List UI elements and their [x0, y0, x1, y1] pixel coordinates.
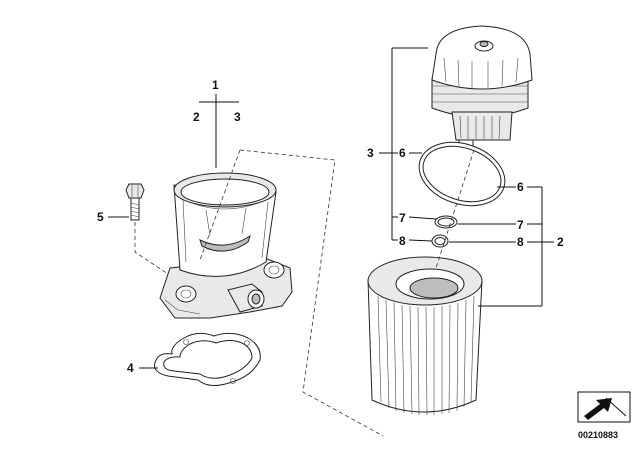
callout-7-right: 7 [517, 218, 524, 232]
callout-3-right: 3 [367, 146, 374, 160]
housing-axis-dash [199, 149, 241, 261]
gasket-part [154, 332, 261, 386]
callout-7-left: 7 [399, 211, 406, 225]
o-ring-8-part [431, 234, 449, 248]
callout-2-right: 2 [557, 235, 564, 249]
callout-2-left: 2 [193, 110, 200, 124]
housing-to-filter-dash [239, 149, 384, 437]
callout-bracket-2 [449, 186, 554, 307]
bolt-part [125, 183, 145, 221]
bolt-axis-line [134, 222, 181, 283]
filter-element-part [367, 256, 483, 416]
callout-tree-1 [199, 94, 239, 168]
callout-8-right: 8 [517, 235, 524, 249]
diagram-number: 00210883 [578, 430, 618, 440]
callout-bracket-3 [379, 47, 437, 242]
diagram-symbol-icon [577, 391, 631, 423]
callout-1: 1 [212, 78, 219, 92]
oil-filter-cap-part [431, 25, 533, 162]
callout-6-right: 6 [517, 180, 524, 194]
callout-8-left: 8 [399, 234, 406, 248]
large-o-ring-part [418, 141, 506, 207]
callout-3-left: 3 [234, 110, 241, 124]
callout-4: 4 [127, 361, 134, 375]
filter-housing-part [159, 172, 293, 319]
callout-6-upper: 6 [399, 146, 406, 160]
o-ring-7-part [434, 215, 458, 229]
callout-5: 5 [97, 210, 104, 224]
filter-pleats [377, 295, 475, 416]
